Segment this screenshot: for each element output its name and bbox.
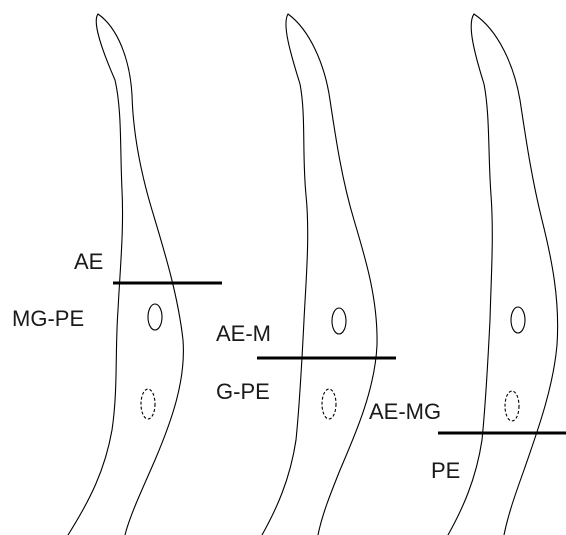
worm-body-outline xyxy=(261,13,378,535)
pharynx-oval xyxy=(331,307,347,335)
panel-1: AE MG-PE xyxy=(12,13,222,535)
lower-fragment-label: G-PE xyxy=(216,379,270,404)
dashed-oval xyxy=(504,390,520,422)
upper-fragment-label: AE-M xyxy=(216,321,271,346)
lower-fragment-label: PE xyxy=(431,458,460,483)
worm-body-outline xyxy=(447,13,559,535)
upper-fragment-label: AE-MG xyxy=(369,399,441,424)
pharynx-oval xyxy=(147,303,163,331)
dashed-oval xyxy=(321,388,337,420)
pharynx-oval xyxy=(510,306,526,334)
panel-2: AE-M G-PE xyxy=(216,13,396,535)
panel-3: AE-MG PE xyxy=(369,13,566,535)
lower-fragment-label: MG-PE xyxy=(12,306,84,331)
worm-body-outline xyxy=(67,13,184,535)
dashed-oval xyxy=(140,388,156,420)
upper-fragment-label: AE xyxy=(74,249,103,274)
